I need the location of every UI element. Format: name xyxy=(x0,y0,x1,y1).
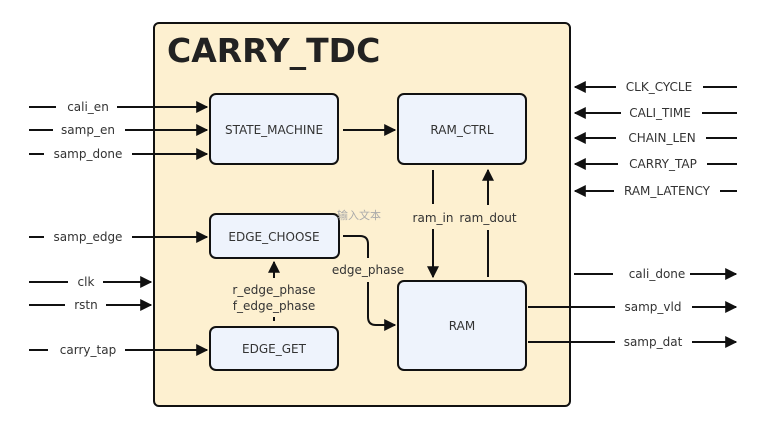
signal-ram-dout-label: ram_dout xyxy=(459,211,517,225)
param-carry-tap: CARRY_TAP xyxy=(573,157,737,171)
block-edge-get-box[interactable] xyxy=(209,326,339,371)
wire-edge-get-to-choose: r_edge_phase f_edge_phase xyxy=(232,260,316,321)
param-carry-tap-label: CARRY_TAP xyxy=(629,157,697,171)
block-edge-choose[interactable]: EDGE_CHOOSE xyxy=(209,213,340,259)
input-samp-done: samp_done xyxy=(29,147,209,161)
param-clk-cycle-label: CLK_CYCLE xyxy=(626,80,692,94)
block-edge-get-label: EDGE_GET xyxy=(242,342,307,356)
block-ram-ctrl-label: RAM_CTRL xyxy=(430,123,493,137)
param-cali-time: CALI_TIME xyxy=(573,106,737,120)
block-ram-label: RAM xyxy=(449,319,475,333)
placeholder-text: 输入文本 xyxy=(337,208,381,222)
input-carry-tap-label: carry_tap xyxy=(60,343,116,357)
block-ram-ctrl-box[interactable] xyxy=(397,93,527,165)
block-state-machine[interactable]: STATE_MACHINE xyxy=(209,93,339,165)
input-clk: clk xyxy=(29,275,153,289)
output-samp-vld: samp_vld xyxy=(528,300,738,314)
input-samp-edge-label: samp_edge xyxy=(54,230,123,244)
output-samp-dat-label: samp_dat xyxy=(624,335,683,349)
input-samp-edge: samp_edge xyxy=(29,230,209,244)
input-carry-tap: carry_tap xyxy=(29,343,209,357)
input-rstn: rstn xyxy=(29,298,153,312)
param-chain-len: CHAIN_LEN xyxy=(573,131,737,145)
block-edge-get[interactable]: EDGE_GET xyxy=(209,326,339,371)
block-edge-choose-box[interactable] xyxy=(209,213,340,259)
input-samp-en: samp_en xyxy=(29,123,209,137)
input-rstn-label: rstn xyxy=(74,298,98,312)
output-cali-done: cali_done xyxy=(574,267,738,281)
block-ram[interactable]: RAM xyxy=(397,280,527,371)
input-cali-en: cali_en xyxy=(29,100,209,114)
arrow-icon xyxy=(367,282,397,331)
param-ram-latency-label: RAM_LATENCY xyxy=(624,184,711,198)
block-ram-ctrl[interactable]: RAM_CTRL xyxy=(397,93,527,165)
output-samp-dat: samp_dat xyxy=(528,335,738,349)
block-state-machine-label: STATE_MACHINE xyxy=(225,123,323,137)
wire-ram-dout: ram_dout xyxy=(459,168,517,277)
param-ram-latency: RAM_LATENCY xyxy=(573,184,737,198)
input-samp-en-label: samp_en xyxy=(61,123,115,137)
module-title: CARRY_TDC xyxy=(167,31,380,70)
input-samp-done-label: samp_done xyxy=(54,147,123,161)
output-samp-vld-label: samp_vld xyxy=(625,300,682,314)
signal-ram-in-label: ram_in xyxy=(413,211,454,225)
input-clk-label: clk xyxy=(78,275,95,289)
signal-edge-phase-label: edge_phase xyxy=(332,263,404,277)
input-cali-en-label: cali_en xyxy=(67,100,109,114)
wire-edge-phase: edge_phase xyxy=(332,235,404,331)
wire-ram-in: ram_in xyxy=(413,170,454,279)
signal-f-edge-phase-label: f_edge_phase xyxy=(233,299,315,313)
param-cali-time-label: CALI_TIME xyxy=(629,106,691,120)
param-clk-cycle: CLK_CYCLE xyxy=(573,80,737,94)
block-ram-box[interactable] xyxy=(397,280,527,371)
output-cali-done-label: cali_done xyxy=(629,267,686,281)
block-state-machine-box[interactable] xyxy=(209,93,339,165)
signal-r-edge-phase-label: r_edge_phase xyxy=(232,283,315,297)
param-chain-len-label: CHAIN_LEN xyxy=(628,131,695,145)
block-edge-choose-label: EDGE_CHOOSE xyxy=(228,230,319,244)
